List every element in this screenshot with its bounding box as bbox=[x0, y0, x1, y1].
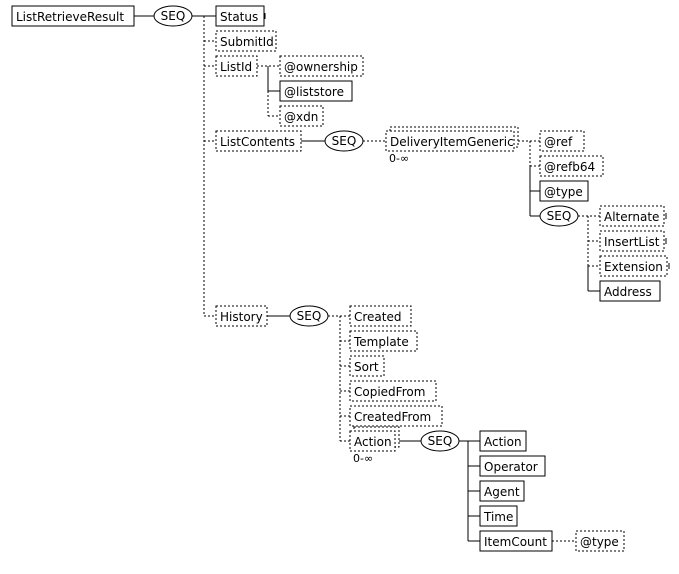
node-label: History bbox=[220, 310, 263, 324]
node-label: ItemCount bbox=[484, 535, 547, 549]
node-time: Time bbox=[479, 505, 518, 527]
seq-label: SEQ bbox=[332, 134, 357, 148]
node-label: InsertList bbox=[604, 235, 660, 249]
node-label: @ownership bbox=[284, 60, 358, 74]
node-extension: Extension bbox=[599, 255, 670, 277]
node-action-child: Action bbox=[479, 430, 527, 452]
node-label: Time bbox=[483, 510, 513, 524]
node-label: Operator bbox=[484, 460, 538, 474]
node-created-from: CreatedFrom bbox=[349, 405, 443, 427]
seq-label: SEQ bbox=[161, 9, 186, 23]
seq-compositor-root: SEQ bbox=[153, 5, 193, 27]
node-label: ListRetrieveResult bbox=[16, 10, 124, 24]
node-label: Action bbox=[354, 435, 392, 449]
connectors bbox=[134, 15, 600, 542]
node-agent: Agent bbox=[479, 480, 525, 502]
node-operator: Operator bbox=[479, 455, 546, 477]
node-label: @ref bbox=[544, 135, 573, 149]
node-label: @type bbox=[544, 185, 583, 199]
node-alternate: Alternate bbox=[599, 205, 667, 227]
node-action: Action 0-∞ bbox=[349, 426, 400, 465]
node-delivery-item-generic: DeliveryItemGeneric 0-∞ bbox=[385, 126, 519, 165]
node-item-count: ItemCount bbox=[479, 530, 553, 552]
node-label: Extension bbox=[604, 260, 663, 274]
node-label: CopiedFrom bbox=[354, 385, 425, 399]
node-label: ListContents bbox=[220, 135, 295, 149]
seq-label: SEQ bbox=[547, 209, 572, 223]
seq-compositor-action: SEQ bbox=[420, 430, 460, 452]
occurrence-label: 0-∞ bbox=[353, 452, 373, 465]
node-label: Status bbox=[220, 10, 258, 24]
node-submit-id: SubmitId bbox=[215, 30, 277, 52]
node-address: Address bbox=[599, 280, 661, 302]
node-label: Created bbox=[354, 310, 402, 324]
attr-type-item-count: @type bbox=[575, 530, 625, 552]
node-list-contents: ListContents bbox=[215, 130, 302, 152]
attr-refb64: @refb64 bbox=[539, 155, 604, 177]
attr-type-delivery: @type bbox=[539, 180, 589, 202]
node-label: DeliveryItemGeneric bbox=[390, 135, 514, 149]
attr-ownership: @ownership bbox=[279, 55, 364, 77]
node-label: SubmitId bbox=[220, 35, 274, 49]
node-list-id: ListId bbox=[215, 55, 258, 77]
seq-compositor-list-contents: SEQ bbox=[324, 130, 364, 152]
node-list-retrieve-result: ListRetrieveResult bbox=[11, 5, 135, 27]
node-label: Agent bbox=[484, 485, 520, 499]
attr-xdn: @xdn bbox=[279, 105, 324, 127]
node-label: @xdn bbox=[284, 110, 318, 124]
occurrence-label: 0-∞ bbox=[389, 152, 409, 165]
seq-compositor-delivery: SEQ bbox=[539, 205, 579, 227]
node-label: Action bbox=[484, 435, 522, 449]
node-label: CreatedFrom bbox=[354, 410, 431, 424]
node-label: Alternate bbox=[604, 210, 659, 224]
node-copied-from: CopiedFrom bbox=[349, 380, 437, 402]
seq-label: SEQ bbox=[297, 309, 322, 323]
seq-compositor-history: SEQ bbox=[289, 305, 329, 327]
seq-label: SEQ bbox=[428, 434, 453, 448]
node-history: History bbox=[215, 305, 268, 327]
attr-ref: @ref bbox=[539, 130, 585, 152]
node-label: @liststore bbox=[284, 85, 344, 99]
node-label: @type bbox=[580, 535, 619, 549]
attr-liststore: @liststore bbox=[279, 80, 353, 102]
node-label: Sort bbox=[354, 360, 379, 374]
node-template: Template bbox=[349, 330, 418, 352]
node-status: Status bbox=[215, 5, 266, 27]
node-sort: Sort bbox=[349, 355, 385, 377]
node-label: Template bbox=[353, 335, 409, 349]
node-label: @refb64 bbox=[544, 160, 595, 174]
node-label: ListId bbox=[220, 60, 252, 74]
node-insert-list: InsertList bbox=[599, 230, 667, 252]
node-created: Created bbox=[349, 305, 412, 327]
node-label: Address bbox=[604, 285, 652, 299]
